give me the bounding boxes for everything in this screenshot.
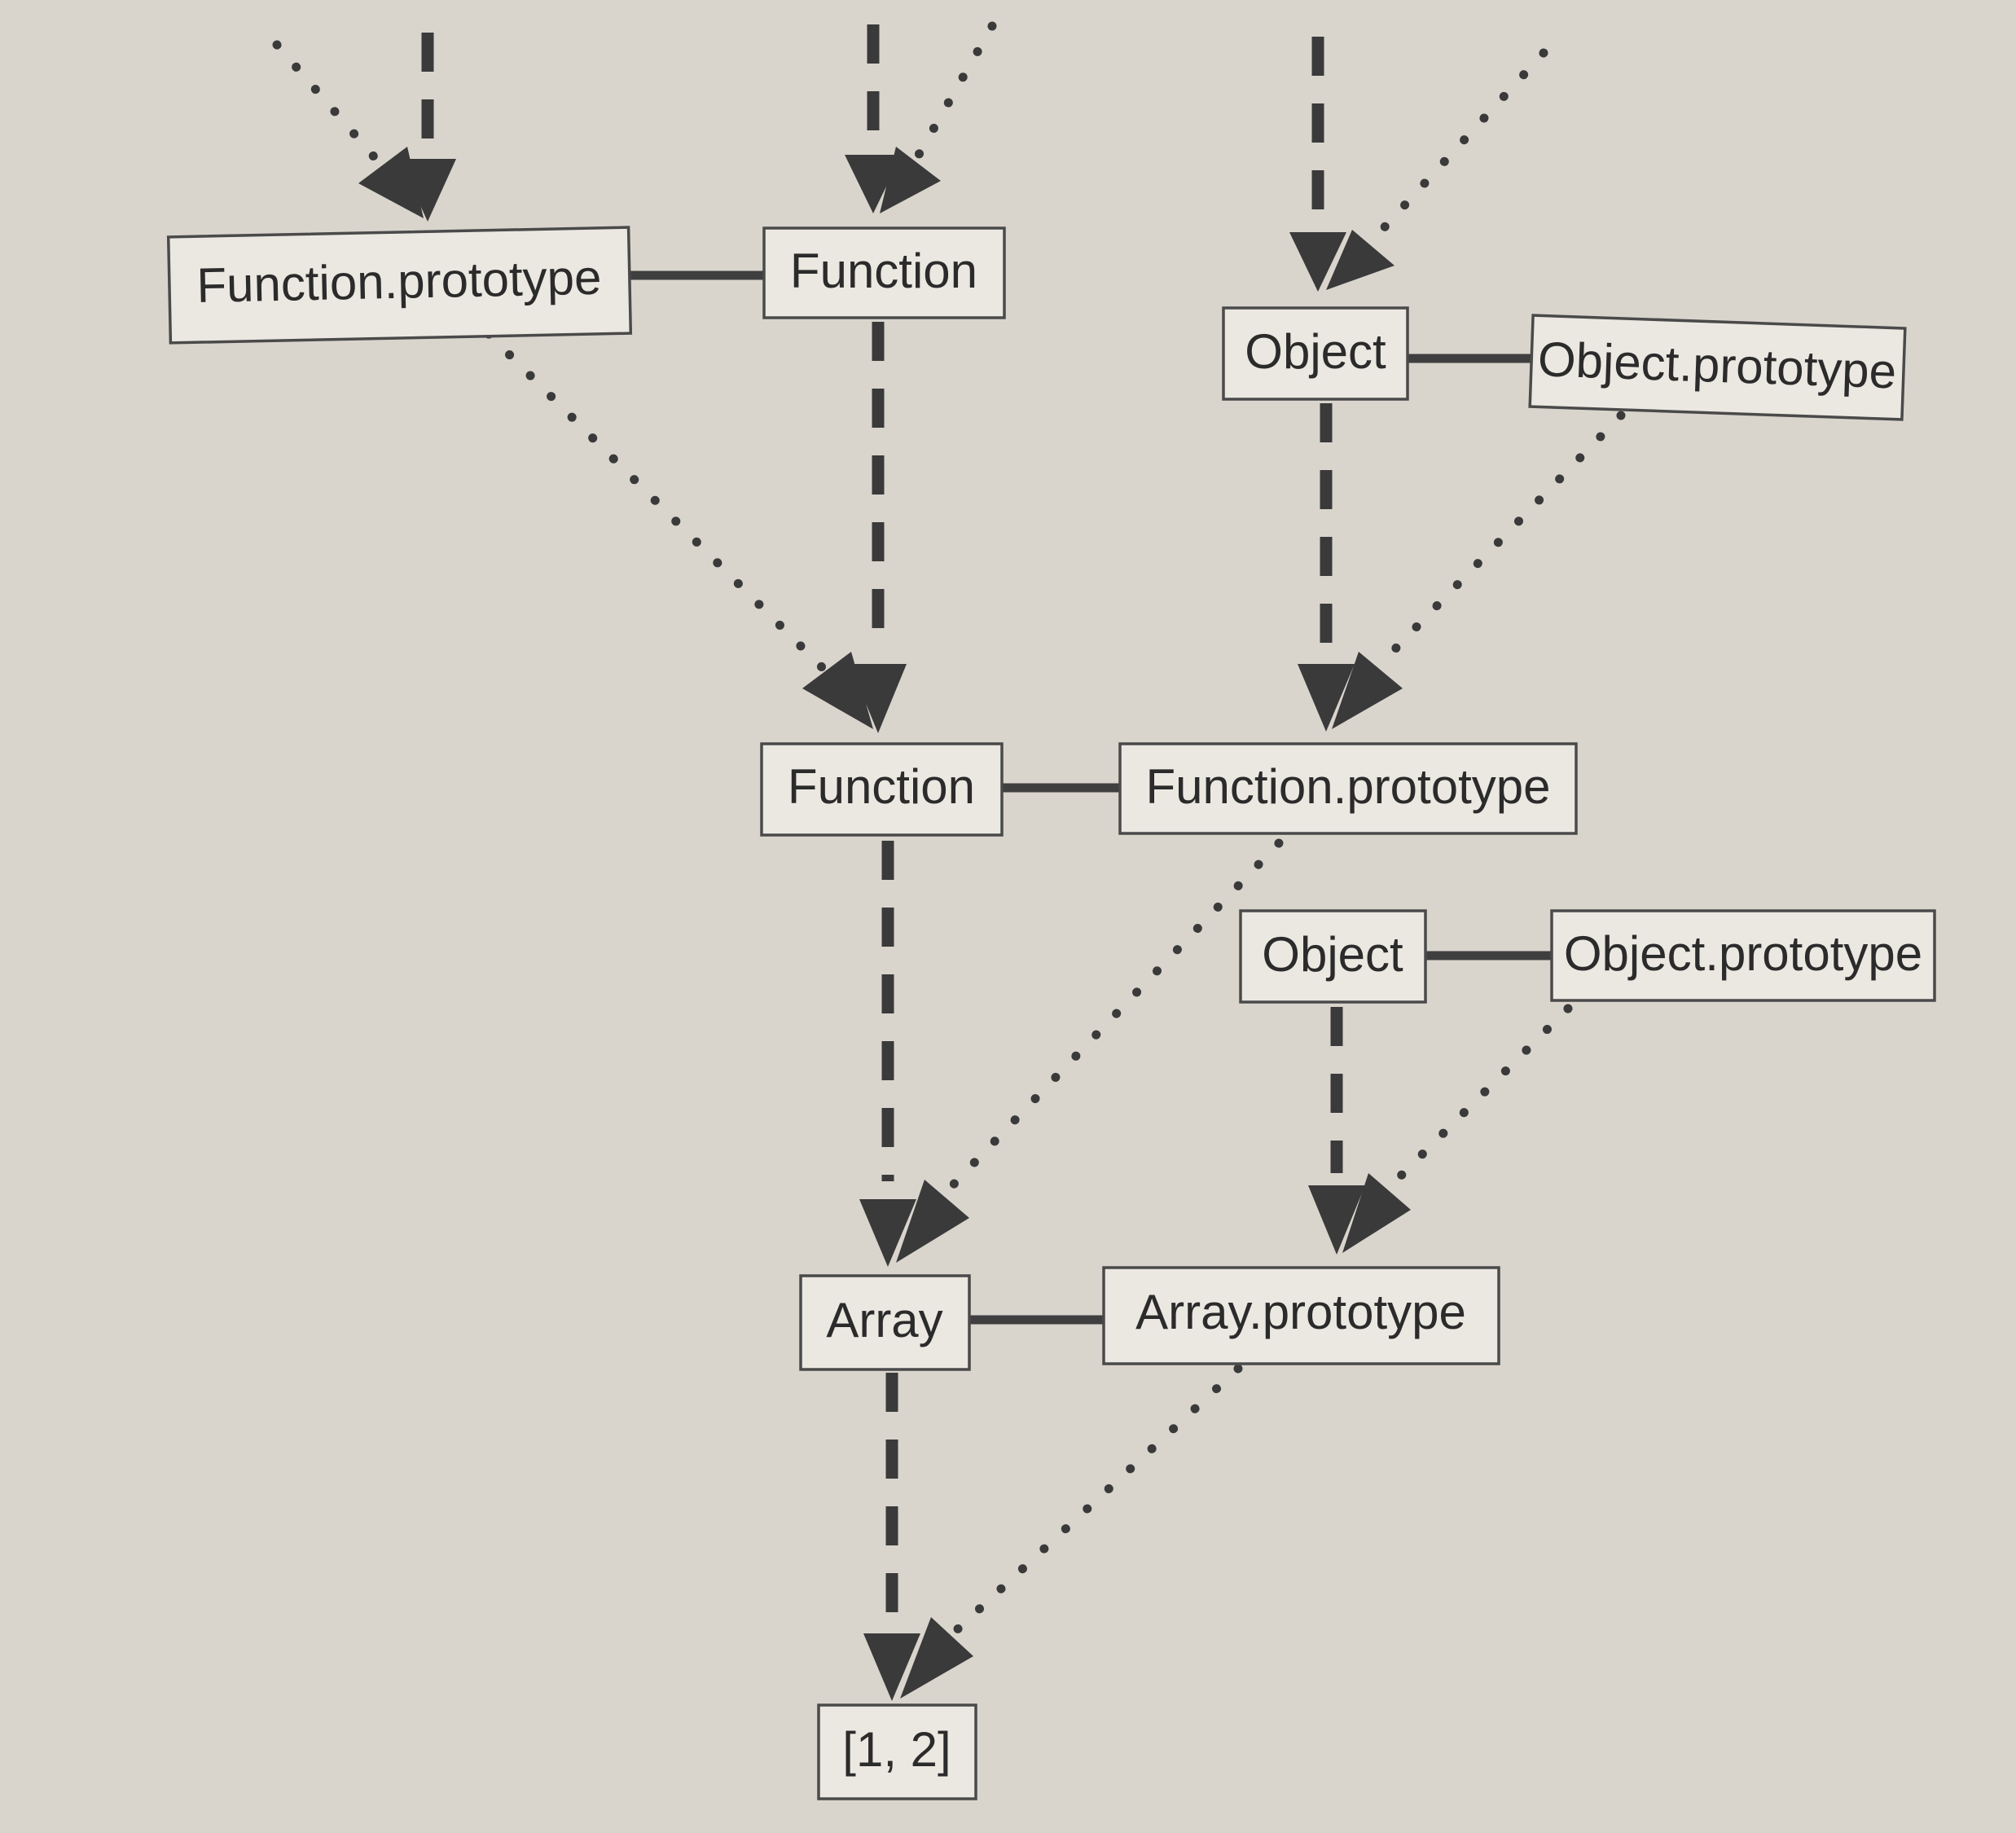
arrowhead-dashed-array-instance xyxy=(863,1633,920,1701)
node-object-mid: Object xyxy=(1239,909,1427,1004)
dotted-arrow-into-function-top xyxy=(911,21,997,164)
dotted-arrow-function-prototype-top-to-function-mid xyxy=(484,329,832,677)
node-object-prototype-top-label: Object.prototype xyxy=(1537,332,1897,398)
arrowhead-dashed-function-mid xyxy=(850,664,907,733)
node-function-mid-label: Function xyxy=(788,759,975,814)
node-object-top: Object xyxy=(1222,306,1409,401)
dotted-arrow-object-prototype-top-to-function-prototype-mid xyxy=(1376,411,1626,669)
arrowhead-dotted-function-top xyxy=(880,147,941,213)
node-object-top-label: Object xyxy=(1245,324,1386,379)
dotted-arrow-function-prototype-mid-to-array xyxy=(940,838,1284,1198)
arrowhead-dotted-object-top xyxy=(1326,230,1395,290)
dotted-arrow-into-function-prototype-top xyxy=(272,40,388,172)
arrowhead-dashed-object-top xyxy=(1289,232,1346,292)
dotted-arrow-array-prototype-to-instance xyxy=(948,1364,1243,1638)
arrowhead-dotted-array-instance xyxy=(900,1617,973,1699)
node-function-top: Function xyxy=(762,226,1006,319)
dotted-arrow-object-prototype-mid-to-array-prototype xyxy=(1384,1004,1573,1193)
node-array-instance-label: [1, 2] xyxy=(842,1722,951,1777)
node-array-instance: [1, 2] xyxy=(817,1703,977,1800)
node-array-prototype-label: Array.prototype xyxy=(1135,1285,1466,1339)
node-function-mid: Function xyxy=(760,742,1004,837)
node-object-prototype-mid: Object.prototype xyxy=(1550,909,1936,1002)
node-array-label: Array xyxy=(826,1293,942,1347)
arrowhead-dashed-function-prototype-mid xyxy=(1298,664,1355,732)
node-object-prototype-top: Object.prototype xyxy=(1528,314,1907,421)
arrowhead-dotted-function-prototype-mid xyxy=(1332,652,1403,729)
arrowhead-dashed-array-prototype xyxy=(1308,1185,1365,1255)
node-array-prototype: Array.prototype xyxy=(1102,1266,1500,1365)
node-object-mid-label: Object xyxy=(1262,927,1403,982)
dotted-arrow-into-object-top xyxy=(1368,48,1548,245)
arrowhead-dotted-function-prototype-top xyxy=(358,147,424,218)
arrowhead-dotted-function-mid xyxy=(802,652,873,729)
arrowhead-dotted-array xyxy=(896,1180,969,1263)
node-function-prototype-mid-label: Function.prototype xyxy=(1146,759,1551,814)
node-function-prototype-top: Function.prototype xyxy=(166,226,633,345)
arrowhead-dashed-array xyxy=(859,1199,916,1267)
node-function-top-label: Function xyxy=(790,244,977,298)
node-array: Array xyxy=(799,1274,971,1371)
node-object-prototype-mid-label: Object.prototype xyxy=(1564,926,1922,981)
arrowhead-dashed-function-top xyxy=(845,155,902,213)
node-function-prototype-top-label: Function.prototype xyxy=(196,250,602,313)
node-function-prototype-mid: Function.prototype xyxy=(1118,742,1578,835)
arrowhead-dotted-array-prototype xyxy=(1342,1173,1411,1253)
